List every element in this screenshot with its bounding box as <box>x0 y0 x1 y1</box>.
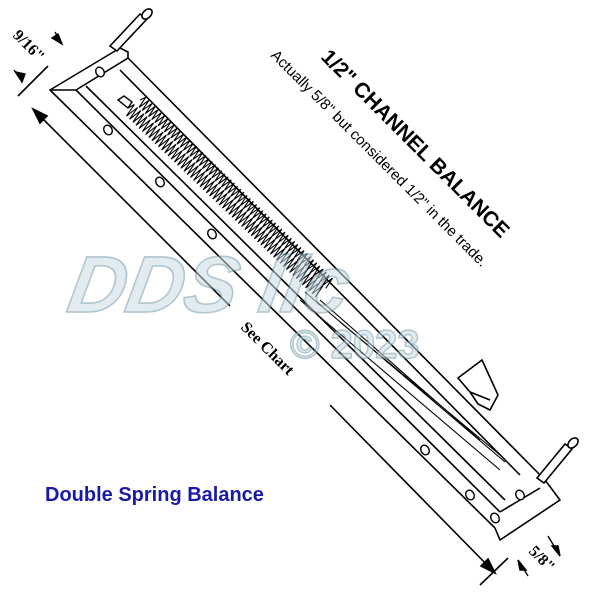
top-pin <box>108 8 153 53</box>
length-dimension <box>17 65 509 586</box>
top-hook <box>116 95 133 110</box>
watermark-copyright: © 2023 <box>290 323 420 367</box>
top-width-dimension <box>13 31 64 84</box>
caption: Double Spring Balance <box>45 484 264 506</box>
double-spring-coils <box>125 95 334 298</box>
bottom-width-dimension <box>517 535 561 577</box>
mounting-holes <box>95 66 525 524</box>
diagram-subtitle: Actually 5/8" but considered 1/2" in the… <box>267 47 491 271</box>
top-dimension-label: 9/16" <box>9 27 47 65</box>
spring-coil <box>138 95 334 289</box>
diagram-title: 1/2" CHANNEL BALANCE <box>316 45 513 242</box>
internal-rod <box>299 291 506 471</box>
pivot-shoe <box>456 358 499 412</box>
watermark: DDS llc © 2023 <box>61 240 420 368</box>
bottom-pin <box>535 437 579 485</box>
watermark-text: DDS llc <box>62 241 358 330</box>
spring-coil <box>125 104 324 298</box>
